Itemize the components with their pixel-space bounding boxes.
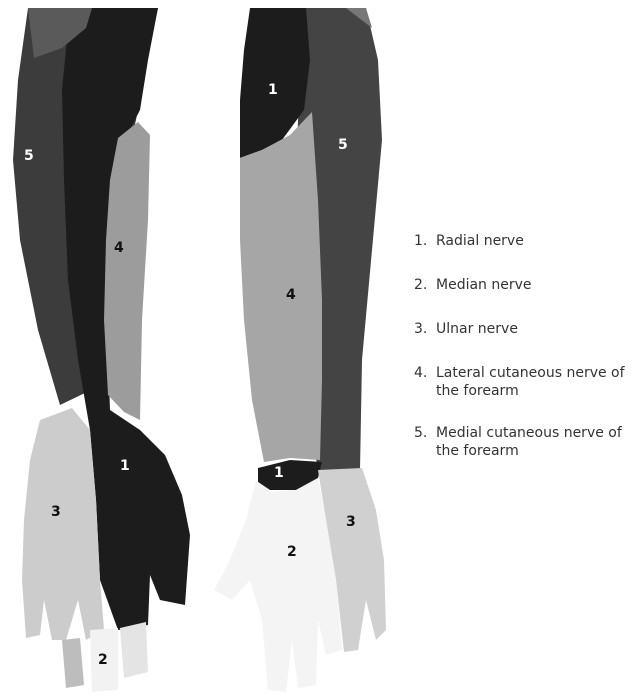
anterior-label-2: 2 [287,544,297,560]
legend-item-median: 2. Median nerve [414,276,636,294]
legend-number: 5. [414,424,436,460]
posterior-finger-tip [120,622,148,678]
anterior-zone-lateral-cutaneous [240,112,322,462]
legend-number: 3. [414,320,436,338]
anterior-arm [214,8,386,692]
posterior-arm [13,8,190,692]
anterior-label-4: 4 [286,287,296,303]
posterior-finger-little [62,638,84,688]
posterior-label-4: 4 [114,240,124,256]
legend-text: Medial cutaneous nerve of the forearm [436,424,636,460]
legend-number: 2. [414,276,436,294]
legend-item-ulnar: 3. Ulnar nerve [414,320,636,338]
nerve-legend: 1. Radial nerve 2. Median nerve 3. Ulnar… [414,232,636,484]
posterior-label-2: 2 [98,652,108,668]
legend-text: Lateral cutaneous nerve of the forearm [436,364,636,400]
anterior-label-1-wrist: 1 [274,465,284,481]
anterior-zone-median [214,478,342,692]
legend-text: Radial nerve [436,232,636,250]
legend-item-lateral-cutaneous: 4. Lateral cutaneous nerve of the forear… [414,364,636,400]
anterior-label-5: 5 [338,137,348,153]
legend-text: Ulnar nerve [436,320,636,338]
legend-item-medial-cutaneous: 5. Medial cutaneous nerve of the forearm [414,424,636,460]
posterior-label-5: 5 [24,148,34,164]
anterior-label-1-top: 1 [268,82,278,98]
posterior-label-1: 1 [120,458,130,474]
anterior-label-3: 3 [346,514,356,530]
legend-item-radial: 1. Radial nerve [414,232,636,250]
legend-number: 1. [414,232,436,250]
posterior-label-3: 3 [51,504,61,520]
legend-number: 4. [414,364,436,400]
legend-text: Median nerve [436,276,636,294]
